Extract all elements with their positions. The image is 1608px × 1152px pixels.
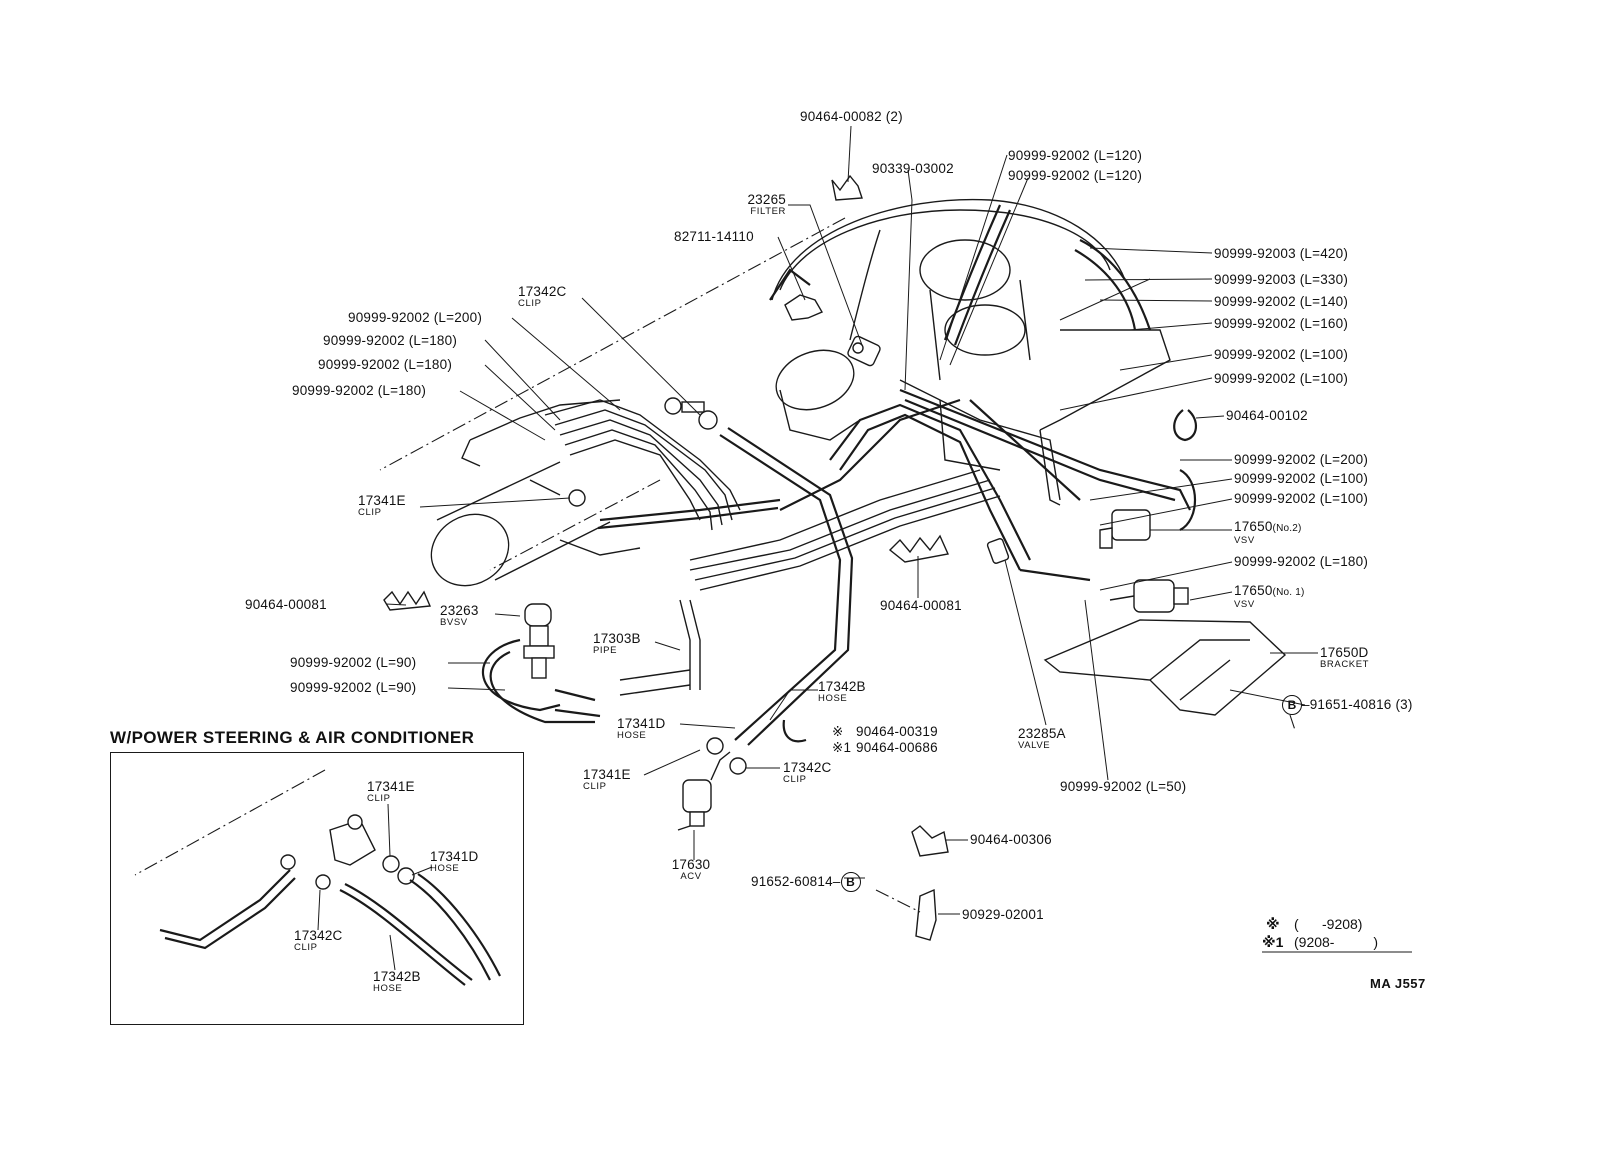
- label-hose-l180-a: 90999-92002 (L=180): [323, 333, 458, 348]
- label-hose-l50: 90999-92002 (L=50): [1060, 779, 1187, 794]
- part-clip-17342c-top: [664, 397, 718, 430]
- label-hose-l90-a: 90999-92002 (L=90): [290, 655, 417, 670]
- part-hoses-l90: [482, 638, 601, 724]
- label-hose-l120-a: 90999-92002 (L=120): [1008, 148, 1143, 163]
- label-hose-l120-b: 90999-92002 (L=120): [1008, 168, 1143, 183]
- part-bracket-17650d: [1043, 619, 1287, 716]
- part-clip-17341e-left: [529, 479, 586, 507]
- label-91651-40816: B–91651-40816 (3): [1282, 695, 1413, 715]
- label-hose-l100-c: 90999-92002 (L=100): [1234, 471, 1369, 486]
- note-period-1: ※( -9208): [1266, 916, 1363, 932]
- label-hose-l100-a: 90999-92002 (L=100): [1214, 347, 1349, 362]
- label-90464-00082: 90464-00082 (2): [800, 109, 903, 124]
- label-17650-no2-vsv: 17650(No.2)VSV: [1234, 519, 1302, 546]
- upper-hoses: [769, 204, 1197, 531]
- label-hose-l180-right: 90999-92002 (L=180): [1234, 554, 1369, 569]
- part-acv-17630: [677, 737, 747, 831]
- part-clip-90464-00081-left: [383, 590, 432, 611]
- part-bracket-90929-02001: [915, 888, 937, 941]
- part-clip-90464-00082: [831, 174, 863, 201]
- inset-title: W/POWER STEERING & AIR CONDITIONER: [110, 728, 475, 747]
- part-vsv-17650-no1: [1109, 579, 1189, 613]
- part-clip-90464-00102: [1173, 409, 1197, 442]
- label-90464-00306: 90464-00306: [970, 832, 1052, 847]
- air-cleaner-dome: [771, 198, 1126, 441]
- diagram-code: MA J557: [1370, 976, 1426, 991]
- label-90464-00102: 90464-00102: [1226, 408, 1308, 423]
- label-hose-l90-b: 90999-92002 (L=90): [290, 680, 417, 695]
- label-hose-l200-right: 90999-92002 (L=200): [1234, 452, 1369, 467]
- label-hose-l140: 90999-92002 (L=140): [1214, 294, 1349, 309]
- callout-b-right: B: [1282, 695, 1302, 715]
- part-clip-90464-00081-mid: [888, 534, 949, 563]
- part-clip-90464-00319: [782, 719, 807, 743]
- label-hose-l200-left: 90999-92002 (L=200): [348, 310, 483, 325]
- label-hose-l180-c: 90999-92002 (L=180): [292, 383, 427, 398]
- part-vsv-17650-no2: [1099, 509, 1151, 549]
- inset-frame: [110, 752, 524, 1025]
- label-hose-l420: 90999-92003 (L=420): [1214, 246, 1349, 261]
- label-82711-14110: 82711-14110: [674, 229, 754, 244]
- label-90464-00081-mid: 90464-00081: [880, 598, 962, 613]
- label-90464-00081-left: 90464-00081: [245, 597, 327, 612]
- label-hose-l100-b: 90999-92002 (L=100): [1214, 371, 1349, 386]
- label-91652-60814: 91652-60814–B: [751, 872, 861, 892]
- label-90929-02001: 90929-02001: [962, 907, 1044, 922]
- part-filter-23265: [847, 335, 881, 367]
- inset-sketch: [134, 769, 501, 986]
- label-hose-l180-b: 90999-92002 (L=180): [318, 357, 453, 372]
- engine-centerline: [379, 217, 846, 471]
- intake-body: [430, 399, 641, 587]
- part-82711-14110: [784, 294, 824, 321]
- engine-centerline-lower: [489, 479, 661, 571]
- label-17650-no1-vsv: 17650(No. 1)VSV: [1234, 583, 1305, 610]
- intake-plenum: [899, 329, 1171, 506]
- long-hoses: [597, 388, 1191, 746]
- leader-lines: [385, 125, 1318, 915]
- label-hose-l100-d: 90999-92002 (L=100): [1234, 491, 1369, 506]
- label-hose-l160: 90999-92002 (L=160): [1214, 316, 1349, 331]
- label-90339-03002: 90339-03002: [872, 161, 954, 176]
- part-bvsv-23263: [523, 603, 555, 679]
- part-clip-90464-00306: [911, 825, 949, 857]
- part-valve-23285a: [986, 538, 1010, 564]
- label-hose-l330: 90999-92003 (L=330): [1214, 272, 1349, 287]
- callout-b-lower: B: [840, 872, 861, 892]
- label-90464-00319: ※90464-00319: [832, 724, 938, 739]
- note-period-2: ※1(9208- ): [1262, 934, 1379, 950]
